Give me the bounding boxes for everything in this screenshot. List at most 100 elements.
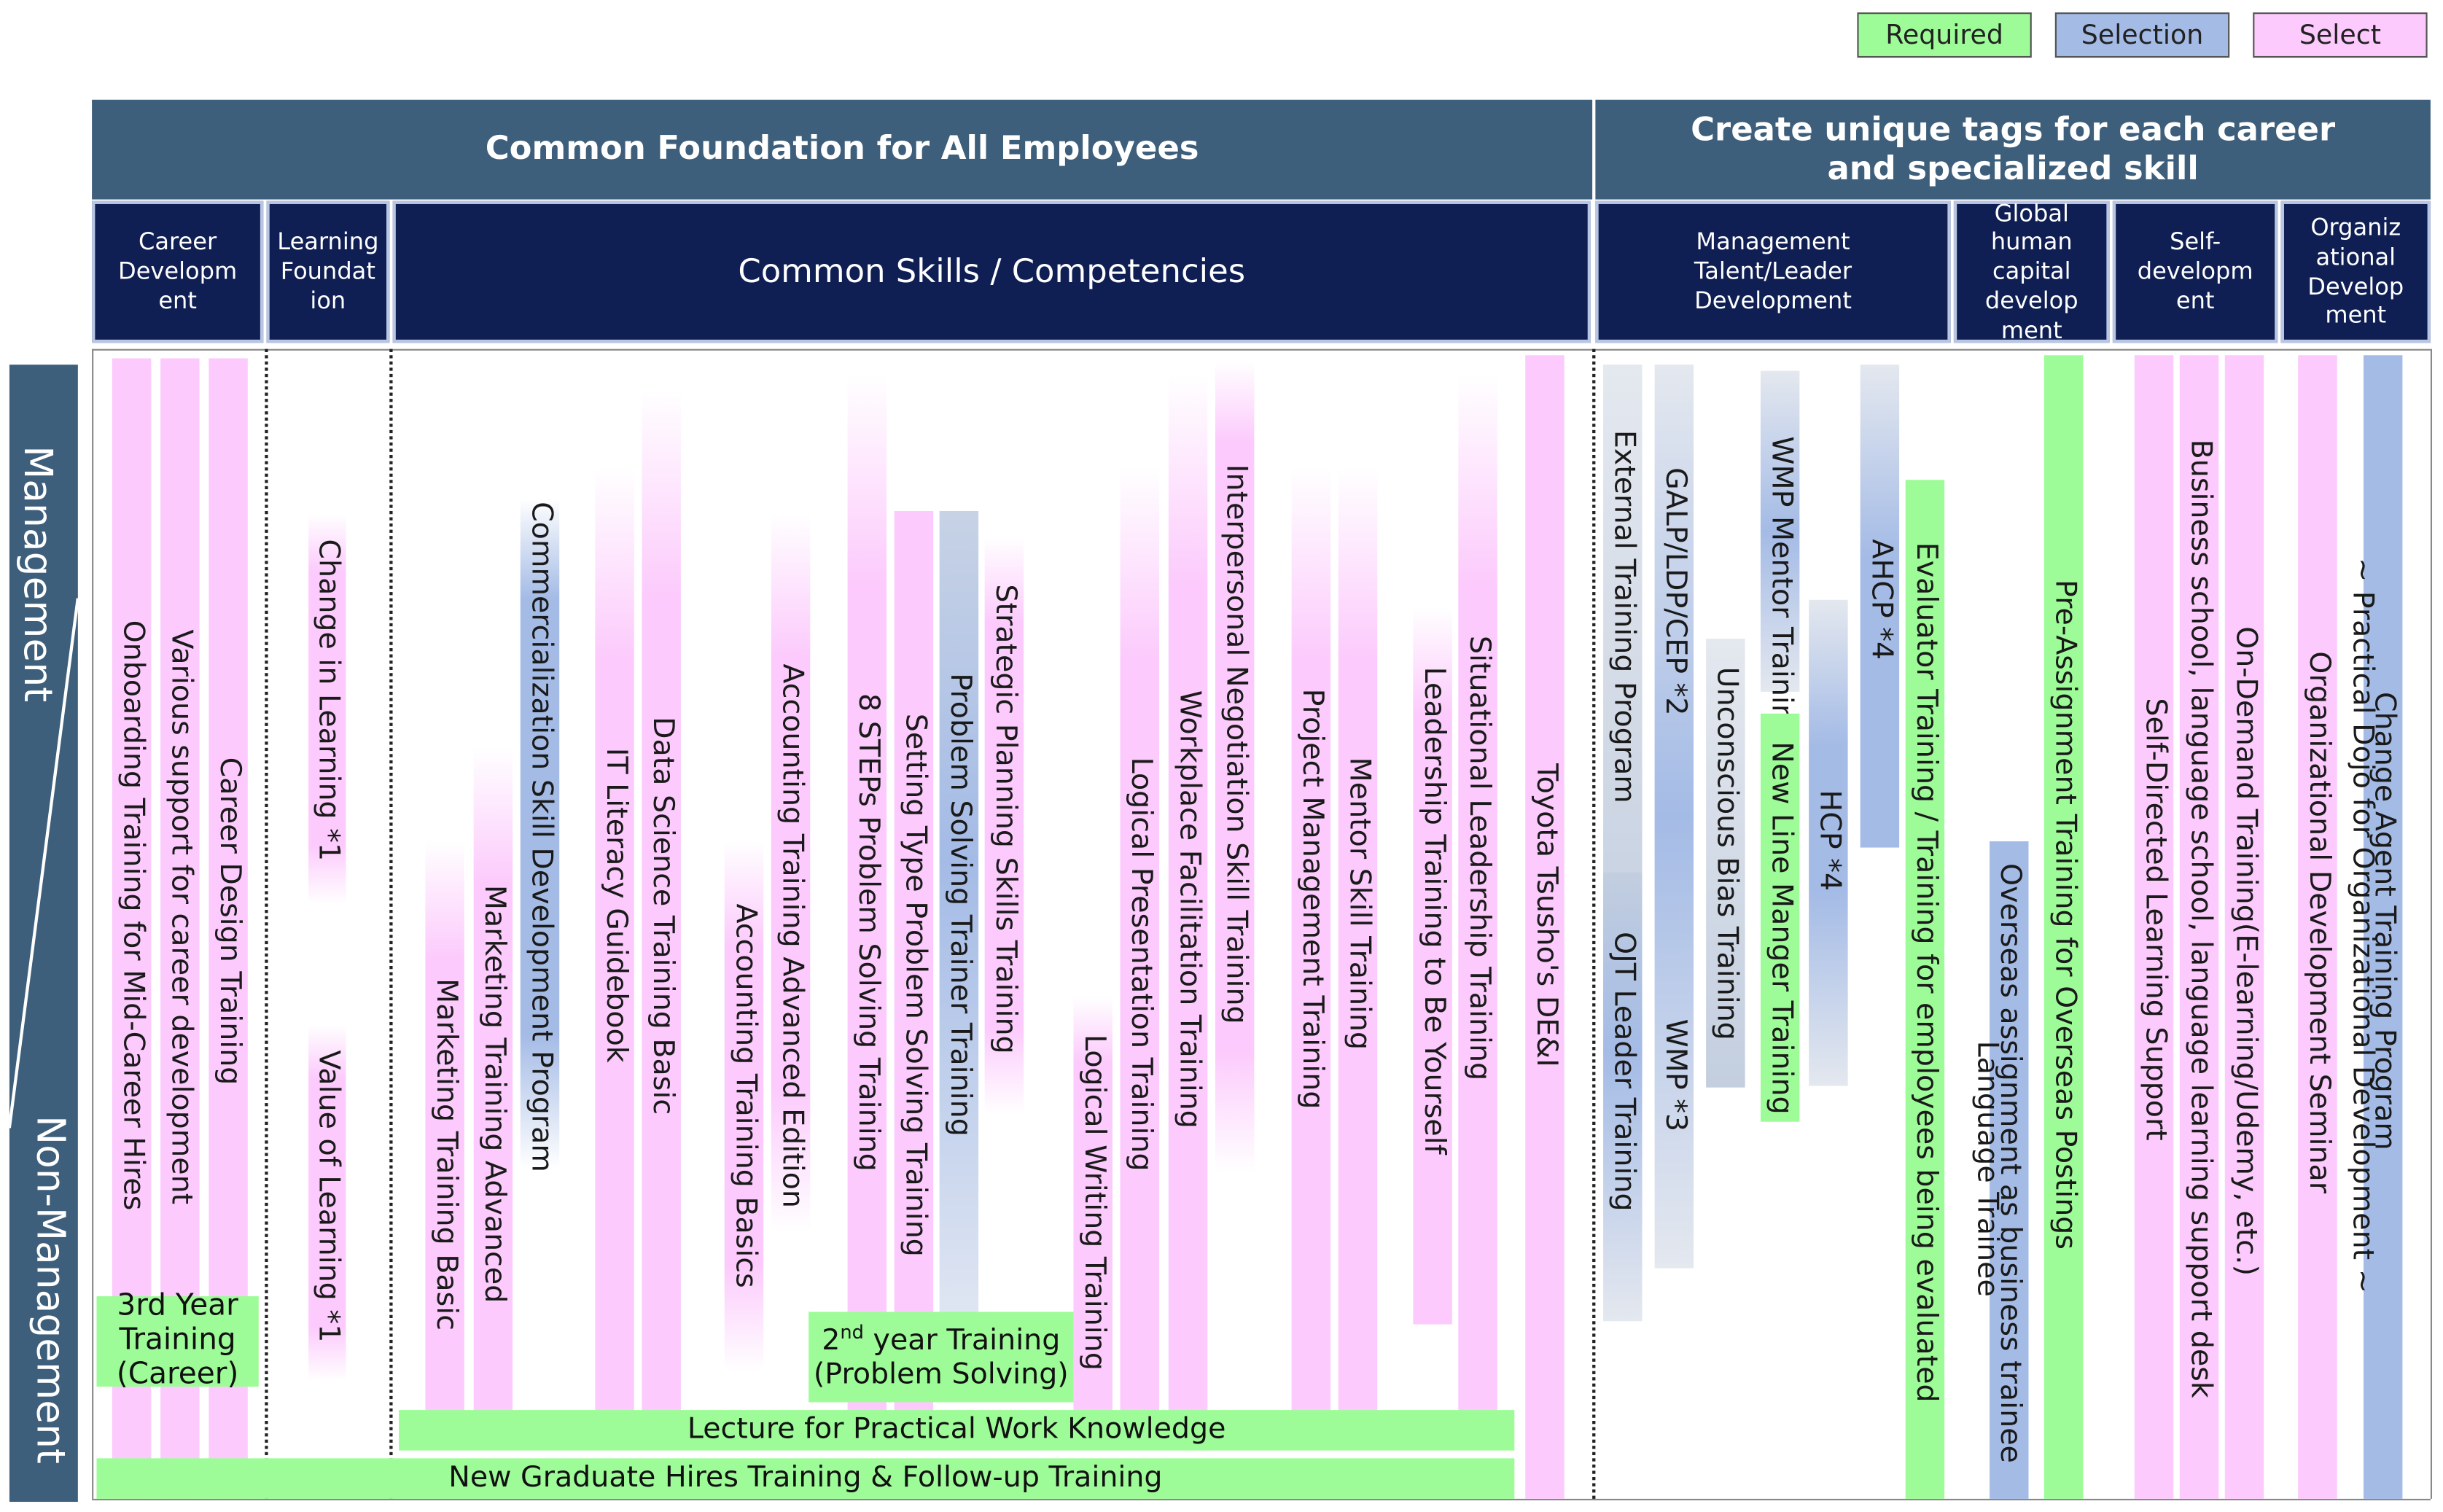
- subheader-text: Self-developm ent: [2137, 227, 2253, 315]
- bar-mentor-skill: Mentor Skill Training: [1338, 467, 1378, 1434]
- bar-wmp: WMP *3: [1655, 997, 1694, 1231]
- program-label: Marketing Training Advanced: [478, 884, 511, 1303]
- bar-change-agent: Change Agent Training Program: [2363, 355, 2403, 1499]
- label-management: Management: [15, 445, 61, 703]
- legend-select-label: Select: [2299, 19, 2381, 51]
- program-label: Unconscious Bias Training: [1710, 666, 1743, 1040]
- program-label: Toyota Tsusho's DE&I: [1530, 763, 1562, 1067]
- bar-leadership-be-yourself: Leadership Training to Be Yourself: [1413, 607, 1452, 1325]
- program-label: AHCP *4: [1864, 539, 1898, 660]
- bar-workplace-facilitation: Workplace Facilitation Training: [1168, 373, 1208, 1434]
- bar-problem-solving-trainer: Problem Solving Trainer Training: [939, 510, 979, 1384]
- program-label: Project Management Training: [1295, 688, 1329, 1110]
- program-label: Change in Learning *1: [311, 539, 345, 862]
- subheader-self-development: Self-developm ent: [2112, 200, 2278, 343]
- bar-logical-writing: Logical Writing Training: [1073, 997, 1113, 1434]
- program-label: Pre-Assignment Training for Overseas Pos…: [2048, 580, 2081, 1250]
- bar-language-trainee: Language Trainee: [1966, 841, 2005, 1309]
- bar-second-year-training: 2nd year Training (Problem Solving): [809, 1312, 1074, 1403]
- subheader-text: Global human capital develop ment: [1984, 198, 2078, 344]
- program-label: Commercialization Skill Development Prog…: [524, 502, 558, 1172]
- header-common-foundation-text: Common Foundation for All Employees: [485, 130, 1199, 168]
- program-label: New Line Manger Training: [1764, 741, 1798, 1115]
- bar-setting-type-problem-solving: Setting Type Problem Solving Training: [894, 510, 934, 1434]
- subheader-learning-foundation: Learning Foundat ion: [266, 200, 390, 343]
- divider-1: [265, 348, 268, 1499]
- bar-marketing-advanced: Marketing Training Advanced: [473, 747, 513, 1434]
- bar-accounting-advanced: Accounting Training Advanced Edition: [771, 514, 811, 1231]
- level-band: [9, 365, 79, 1503]
- legend-required-label: Required: [1885, 19, 2003, 51]
- program-label: Situational Leadership Training: [1462, 635, 1496, 1081]
- program-label: Logical Presentation Training: [1124, 757, 1158, 1172]
- program-label: Change Agent Training Program: [2367, 691, 2401, 1150]
- program-label: Onboarding Training for Mid-Career Hires: [116, 620, 149, 1211]
- program-label: GALP/LDP/CEP *2: [1659, 467, 1692, 716]
- program-label: Various support for career development: [164, 629, 198, 1205]
- bar-accounting-basics: Accounting Training Basics: [724, 841, 764, 1371]
- program-label: Career Design Training: [213, 757, 246, 1086]
- program-label: External Training Program: [1607, 429, 1640, 803]
- program-label: Overseas assignment as business trainee: [1993, 862, 2027, 1463]
- program-label: 8 STEPs Problem Solving Training: [852, 693, 885, 1172]
- label-non-management: Non-Management: [28, 1115, 74, 1464]
- legend-selection-label: Selection: [2081, 19, 2204, 51]
- subheader-text: Learning Foundat ion: [277, 227, 379, 315]
- second-year-sup: nd: [840, 1321, 864, 1344]
- bar-ojt-leader: OJT Leader Training: [1603, 872, 1643, 1322]
- program-label: Setting Type Problem Solving Training: [898, 713, 932, 1257]
- bar-business-school: Business school, language school, langua…: [2179, 355, 2219, 1499]
- second-year-number: 2: [822, 1325, 841, 1358]
- subheader-common-skills: Common Skills / Competencies: [392, 200, 1591, 343]
- program-label: Self-Directed Learning Support: [2138, 698, 2172, 1141]
- header-common-foundation: Common Foundation for All Employees: [92, 99, 1593, 200]
- bar-ahcp: AHCP *4: [1860, 365, 1900, 848]
- bar-practical-dojo: ~ Practical Dojo for Organizational Deve…: [2342, 355, 2380, 1499]
- program-label: IT Literacy Guidebook: [599, 747, 633, 1063]
- program-label: Workplace Facilitation Training: [1172, 690, 1206, 1129]
- program-label: Evaluator Training / Training for employ…: [1909, 542, 1943, 1403]
- divider-3: [1592, 348, 1596, 1499]
- bar-wmp-mentor: WMP Mentor Training: [1760, 370, 1800, 741]
- legend-selection: Selection: [2054, 12, 2230, 58]
- bar-overseas-assignment: Overseas assignment as business trainee: [1990, 841, 2029, 1499]
- bar-third-year-training: 3rd Year Training (Career): [96, 1289, 259, 1391]
- bar-galp-ldp-cep: GALP/LDP/CEP *2: [1654, 365, 1694, 1269]
- subheader-text: Organiz ational Develop ment: [2307, 213, 2404, 330]
- bar-change-in-learning: Change in Learning *1: [308, 514, 346, 904]
- content-left-border: [92, 348, 94, 1499]
- bar-logical-presentation: Logical Presentation Training: [1120, 467, 1160, 1434]
- bar-strategic-planning: Strategic Planning Skills Training: [984, 537, 1024, 1115]
- program-label: Logical Writing Training: [1078, 1034, 1111, 1371]
- program-label: Value of Learning *1: [311, 1050, 345, 1343]
- bar-hcp: HCP *4: [1809, 599, 1848, 1086]
- subheader-text: Management Talent/Leader Development: [1694, 227, 1852, 315]
- bar-marketing-basic: Marketing Training Basic: [425, 841, 464, 1434]
- header-unique-tags: Create unique tags for each career and s…: [1595, 99, 2431, 200]
- bar-self-directed-learning: Self-Directed Learning Support: [2134, 355, 2174, 1499]
- bar-organizational-seminar: Organizational Development Seminar: [2298, 355, 2337, 1499]
- bar-situational-leadership: Situational Leadership Training: [1458, 373, 1497, 1434]
- program-label: Leadership Training to Be Yourself: [1417, 666, 1451, 1155]
- legend-required: Required: [1857, 12, 2032, 58]
- subheader-management-talent: Management Talent/Leader Development: [1595, 200, 1951, 343]
- legend-select: Select: [2253, 12, 2428, 58]
- second-year-rest: year Training: [863, 1325, 1061, 1358]
- program-label: Business school, language school, langua…: [2183, 439, 2217, 1398]
- bar-data-science-basic: Data Science Training Basic: [642, 389, 681, 1434]
- header-unique-tags-text: Create unique tags for each career and s…: [1691, 110, 2336, 187]
- program-label: Strategic Planning Skills Training: [989, 584, 1022, 1054]
- bar-new-line-manager: New Line Manger Training: [1760, 713, 1800, 1122]
- program-label: Language Trainee: [1970, 1040, 2003, 1297]
- second-year-line1: 2nd year Training: [822, 1321, 1061, 1358]
- content-right-border: [2430, 348, 2433, 1499]
- program-label: Problem Solving Trainer Training: [943, 673, 977, 1137]
- program-label: WMP Mentor Training: [1764, 436, 1798, 741]
- program-label: Accounting Training Advanced Edition: [775, 663, 809, 1208]
- bar-new-graduate-training: New Graduate Hires Training & Follow-up …: [96, 1458, 1515, 1499]
- bar-8-steps-problem-solving: 8 STEPs Problem Solving Training: [847, 373, 887, 1434]
- bar-lecture-practical-work: Lecture for Practical Work Knowledge: [399, 1410, 1515, 1451]
- program-label: Mentor Skill Training: [1342, 757, 1376, 1051]
- bar-commercialization-program: Commercialization Skill Development Prog…: [520, 498, 560, 1172]
